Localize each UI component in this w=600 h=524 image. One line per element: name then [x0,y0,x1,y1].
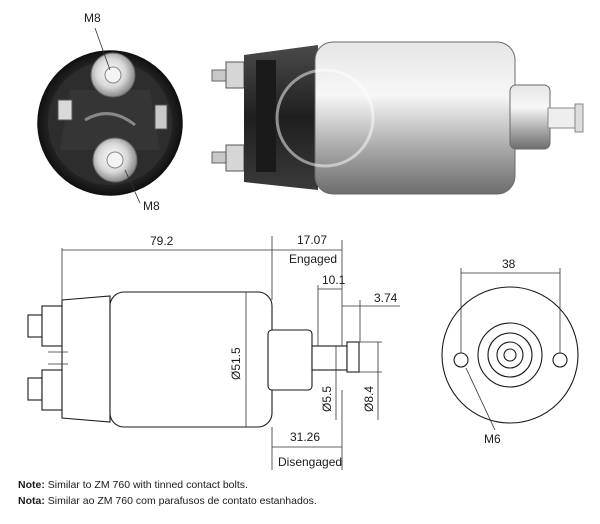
photo-side-view [211,41,584,195]
dim-disengaged-label: Disengaged [278,455,342,469]
dim-bolt-thread: M6 [484,432,501,446]
dim-engaged-offset: 17.07 [297,233,327,247]
note-english-label: Note: [18,479,45,491]
note-portuguese: Nota: Similar ao ZM 760 com parafusos de… [18,493,317,509]
note-portuguese-text: Similar ao ZM 760 com parafusos de conta… [44,495,317,507]
dimension-lines [61,236,400,470]
notes: Note: Similar to ZM 760 with tinned cont… [18,477,317,509]
dim-body-diameter: Ø51.5 [229,347,243,380]
dim-overall-length: 79.2 [150,234,174,248]
dim-engaged-label: Engaged [289,252,337,266]
dim-plunger-offset: 10.1 [322,273,346,287]
bottom-terminal-label: M8 [143,199,160,213]
note-english: Note: Similar to ZM 760 with tinned cont… [18,477,317,493]
end-view-dimensions [460,268,561,431]
bottom-terminal-leader [124,169,141,204]
dim-disengaged-offset: 31.26 [290,430,320,444]
dim-tip-diameter: Ø8.4 [362,386,376,412]
top-terminal-leader [94,27,111,71]
end-view-outline [441,286,579,424]
dim-plunger-diameter: Ø5.5 [320,386,334,412]
photo-end-view [37,50,183,196]
dim-bolt-spacing: 38 [502,257,516,271]
dim-tip-length: 3.74 [374,291,398,305]
note-english-text: Similar to ZM 760 with tinned contact bo… [44,479,248,491]
side-view-outline [27,291,360,428]
note-portuguese-label: Nota: [18,495,45,507]
top-terminal-label: M8 [84,11,101,25]
